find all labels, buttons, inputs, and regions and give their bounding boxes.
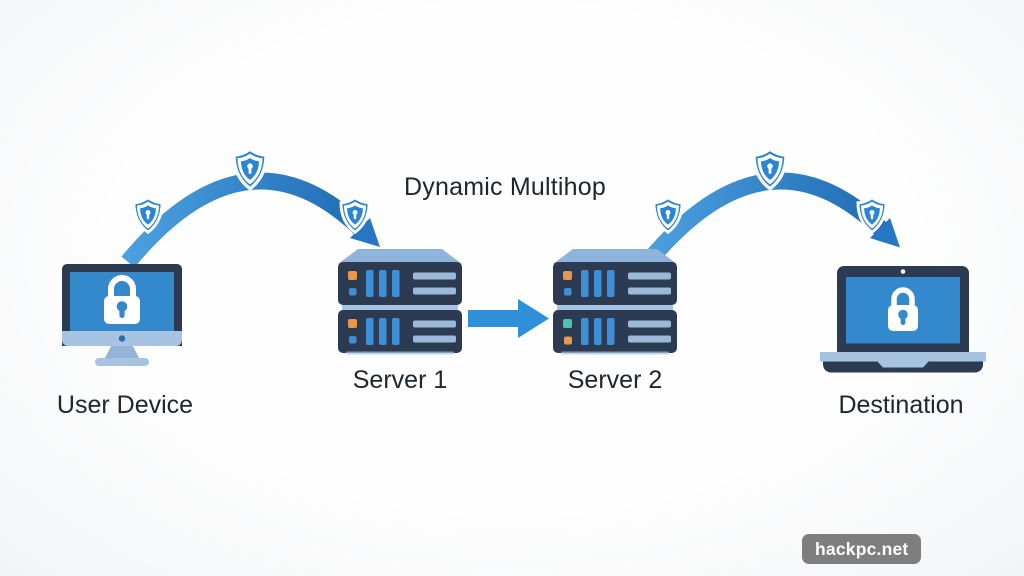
- lock-icon: [888, 287, 918, 331]
- encrypted-route-arc-1: [121, 149, 380, 268]
- server-to-server-arrow-icon: [468, 299, 549, 338]
- diagram-title: Dynamic Multihop: [404, 173, 606, 201]
- user-device-icon: [62, 264, 182, 366]
- label-user-device: User Device: [56, 391, 194, 419]
- watermark-badge: hackpc.net: [802, 534, 922, 564]
- arrowhead-icon: [870, 218, 900, 248]
- encrypted-route-arc-2: [641, 149, 900, 268]
- lock-icon: [104, 275, 140, 324]
- label-destination: Destination: [838, 391, 964, 419]
- destination-laptop-icon: [820, 266, 986, 373]
- server-2-icon: [553, 249, 677, 355]
- arrowhead-icon: [350, 218, 380, 247]
- camera-dot-icon: [900, 269, 906, 274]
- label-server-2: Server 2: [567, 366, 663, 394]
- server-1-icon: [338, 249, 462, 355]
- label-server-1: Server 1: [352, 366, 448, 394]
